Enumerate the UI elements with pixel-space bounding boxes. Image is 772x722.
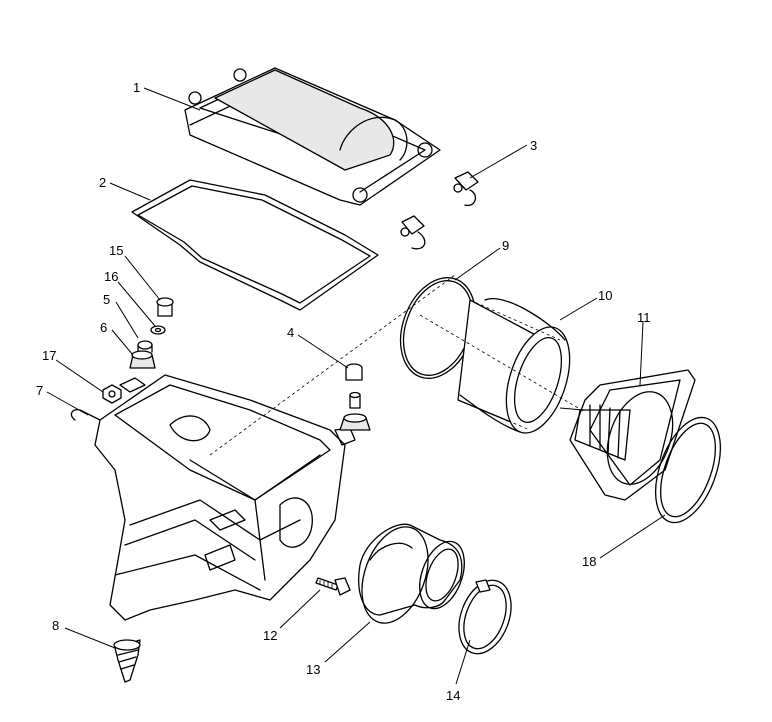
callout-11: 11	[637, 310, 651, 325]
callout-8: 8	[52, 618, 59, 633]
callout-2: 2	[99, 175, 106, 190]
callout-6: 6	[100, 320, 107, 335]
seal-ring-part[interactable]	[643, 409, 733, 532]
callout-3: 3	[530, 138, 537, 153]
screw-part[interactable]	[156, 297, 174, 317]
rubber-grommet-part[interactable]	[129, 350, 156, 369]
assembly-line	[209, 274, 456, 456]
grommet-bushing-part[interactable]	[339, 363, 371, 431]
drain-plug-part[interactable]	[113, 639, 141, 683]
assembly-line	[469, 299, 561, 341]
callout-10: 10	[598, 288, 612, 303]
callout-16: 16	[104, 269, 118, 284]
washer-part[interactable]	[150, 325, 166, 335]
callout-4: 4	[287, 325, 294, 340]
callout-17: 17	[42, 348, 56, 363]
assembly-line	[457, 399, 531, 431]
cover-clip-part[interactable]	[400, 171, 479, 250]
callout-labels: 1 2 3 4 5 6 7 8 9 10 11 12 13 14 15 16 1…	[36, 80, 651, 703]
assembly-line	[419, 314, 586, 413]
callout-12: 12	[263, 628, 277, 643]
callout-13: 13	[306, 662, 320, 677]
hose-clamp-part[interactable]	[449, 573, 520, 661]
callout-9: 9	[502, 238, 509, 253]
air-cleaner-case-part[interactable]	[70, 374, 356, 621]
callout-18: 18	[582, 554, 596, 569]
intake-boot-part[interactable]	[350, 518, 473, 632]
filter-cage-part[interactable]	[559, 369, 696, 501]
callout-7: 7	[36, 383, 43, 398]
air-filter-element-part[interactable]	[457, 298, 582, 441]
airbox-cover-part[interactable]	[184, 67, 441, 206]
callout-1: 1	[133, 80, 140, 95]
callout-5: 5	[103, 292, 110, 307]
collar-part[interactable]	[137, 340, 153, 353]
nut-part[interactable]	[102, 384, 122, 404]
bolt-part[interactable]	[315, 577, 351, 596]
callout-15: 15	[109, 243, 123, 258]
leader-lines	[46, 87, 666, 685]
cover-gasket-part[interactable]	[131, 179, 379, 311]
callout-14: 14	[446, 688, 460, 703]
